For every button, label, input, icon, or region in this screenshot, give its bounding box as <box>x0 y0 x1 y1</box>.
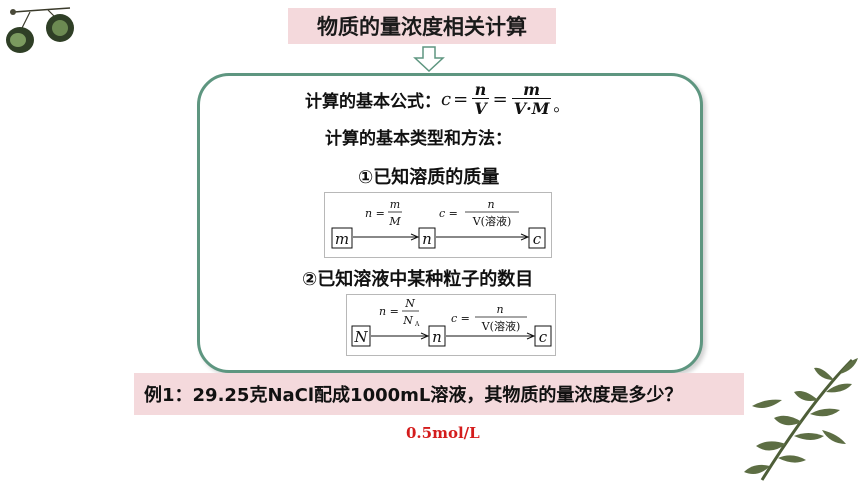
formula-row: 计算的基本公式： c = n V = m V·M 。 <box>305 78 569 120</box>
case1-box-n <box>418 227 436 249</box>
case2-box1-label: N <box>353 328 368 346</box>
formula-fraction-1: n V <box>472 80 489 118</box>
case1-arrow2-lhs: c = <box>439 207 458 220</box>
case1-title: ①已知溶质的质量 <box>358 167 500 188</box>
case2-box2-label: n <box>432 328 442 346</box>
page-title: 物质的量浓度相关计算 <box>288 8 556 44</box>
formula-frac1-num: n <box>474 80 487 99</box>
case1-arrow1-num: m <box>390 198 400 211</box>
case2-arrow2-den: V(溶液) <box>481 319 521 333</box>
case2-box-N <box>351 325 371 347</box>
case1-arrow1-lhs: n = <box>365 207 385 220</box>
down-arrow-icon <box>413 46 445 72</box>
case1-box3-label: c <box>533 230 542 248</box>
case1-box1-label: m <box>335 230 349 248</box>
formula-eq-1: = <box>453 88 469 110</box>
case1-box-c <box>528 227 546 249</box>
case2-arrow2-num: n <box>496 303 503 316</box>
formula-eq-2: = <box>492 88 508 110</box>
case1-box2-label: n <box>422 230 432 248</box>
case1-arrow2-num: n <box>487 198 494 211</box>
case2-arrow1-lhs: n = <box>379 305 399 318</box>
case2-arrow2-lhs: c = <box>451 312 470 325</box>
answer-text: 0.5mol/L <box>406 424 480 442</box>
types-label: 计算的基本类型和方法： <box>325 129 512 149</box>
berry-decoration <box>6 7 74 53</box>
case2-title: ②已知溶液中某种粒子的数目 <box>302 269 534 290</box>
formula-c: c <box>441 88 452 110</box>
case2-arrow1-den-sub: A <box>414 321 420 328</box>
case1-box-m <box>331 227 353 249</box>
case1-arrow1-den: M <box>388 215 401 228</box>
formula-expression: c = n V = m V·M 。 <box>441 81 569 117</box>
example-question: 例1：29.25克NaCl配成1000mL溶液，其物质的量浓度是多少？ <box>134 373 744 415</box>
case2-arrow1-den: N <box>402 314 413 327</box>
case1-arrow2-den: V(溶液) <box>472 214 512 228</box>
formula-frac2-num: m <box>523 80 541 99</box>
case2-box3-label: c <box>539 328 548 346</box>
formula-frac2-den: V·M <box>511 98 552 118</box>
case1-diagram: m n c n = m M c = n V(溶液) <box>324 192 552 258</box>
fern-decoration <box>744 358 858 481</box>
formula-frac1-den: V <box>472 98 489 118</box>
case2-diagram: N n c n = N N A c = n V(溶液) <box>346 294 556 356</box>
formula-fraction-2: m V·M <box>511 80 552 118</box>
formula-period: 。 <box>553 96 570 115</box>
formula-label: 计算的基本公式： <box>305 91 441 112</box>
case2-arrow1-num: N <box>404 297 415 310</box>
